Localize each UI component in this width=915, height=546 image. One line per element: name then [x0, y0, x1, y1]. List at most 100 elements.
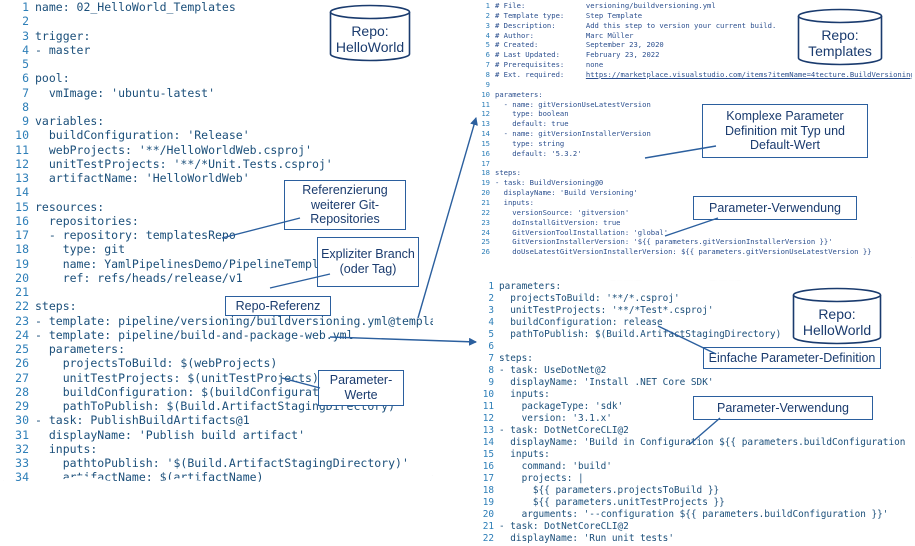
code-text: # Description: Add this step to version … [495, 20, 777, 30]
line-number: 17 [481, 158, 490, 168]
line-number: 4 [488, 317, 494, 328]
code-line: 13 default: true [474, 119, 569, 129]
code-text: projectsToBuild: $(webProjects) [35, 356, 278, 371]
code-text: command: 'build' [499, 461, 612, 472]
line-number: 6 [22, 71, 29, 86]
code-text: parameters: [499, 281, 562, 292]
code-line: 5 pathToPublish: $(Build.ArtifactStaging… [474, 329, 781, 340]
code-text: - template: pipeline/build-and-package-w… [35, 327, 354, 342]
line-number: 21 [481, 198, 490, 207]
line-number: 7 [485, 60, 490, 70]
code-text: webProjects: '**/HelloWorldWeb.csproj' [35, 142, 312, 157]
line-number: 2 [22, 14, 29, 29]
code-line: 8 [3, 100, 35, 114]
code-text: steps: [499, 353, 533, 364]
code-line: 5# Created: September 23, 2020 [474, 40, 664, 49]
line-number: 15 [15, 199, 29, 214]
code-text: - template: pipeline/versioning/buildver… [35, 313, 433, 328]
code-line: 21 inputs: [474, 198, 534, 207]
line-number: 25 [481, 237, 490, 247]
code-text: projectsToBuild: '**/*.csproj' [499, 293, 680, 304]
line-number: 14 [15, 185, 29, 200]
code-line: 28 buildConfiguration: $(buildConfigurat… [3, 385, 346, 399]
line-number: 18 [15, 242, 29, 257]
code-line: 33 pathtoPublish: '$(Build.ArtifactStagi… [3, 456, 409, 470]
line-number: 15 [482, 449, 494, 460]
line-number: 22 [15, 299, 29, 314]
code-line: 14 [3, 185, 35, 199]
code-line: 12 version: '3.1.x' [474, 413, 612, 424]
marketplace-link[interactable]: https://marketplace.visualstudio.com/ite… [585, 69, 912, 79]
code-text: trigger: [35, 28, 91, 43]
code-line: 23 doInstallGitVersion: true [474, 218, 620, 227]
code-line: 11 webProjects: '**/HelloWorldWeb.csproj… [3, 143, 312, 157]
line-number: 24 [15, 327, 29, 342]
code-text: displayName: 'Build Versioning' [495, 188, 638, 198]
callout-parameter-werte: Parameter-Werte [318, 370, 404, 406]
code-text: - task: PublishBuildArtifacts@1 [35, 413, 250, 428]
code-line: 21- task: DotNetCoreCLI@2 [474, 521, 629, 532]
code-line: 25 GitVersionInstallerVersion: '${{ para… [474, 237, 833, 247]
repo-helloworld-cylinder: Repo: HelloWorld [329, 4, 411, 62]
line-number: 24 [481, 227, 490, 237]
code-text: packageType: 'sdk' [499, 401, 624, 412]
line-number: 26 [15, 356, 29, 371]
line-number: 4 [22, 42, 29, 57]
code-text: - repository: templatesRepo [35, 228, 236, 242]
line-number: 13 [482, 425, 494, 436]
code-text: artifactName: 'HelloWorldWeb' [35, 171, 250, 185]
line-number: 3 [488, 305, 494, 316]
code-text: default: true [495, 119, 569, 129]
callout-repo-referenz: Repo-Referenz [225, 296, 331, 316]
code-text: # Created: September 23, 2020 [495, 40, 664, 50]
code-line: 30- task: PublishBuildArtifacts@1 [3, 413, 250, 427]
code-line: 10 buildConfiguration: 'Release' [3, 128, 250, 142]
database-icon [797, 8, 883, 66]
line-number: 8 [22, 99, 29, 114]
line-number: 21 [15, 285, 29, 299]
repo-label-line1: Repo: [821, 27, 859, 43]
code-line: 26 doUseLatestGitVersionInstallerVersion… [474, 247, 871, 256]
code-line: 4 buildConfiguration: release [474, 317, 663, 328]
line-number: 20 [482, 509, 494, 520]
code-line: 18 type: git [3, 242, 125, 256]
code-text: - master [35, 42, 91, 57]
code-line: 32 inputs: [3, 442, 97, 456]
line-number: 34 [15, 470, 29, 485]
code-text: type: boolean [495, 109, 569, 119]
code-text: ref: refs/heads/release/v1 [35, 270, 243, 285]
code-text: GitVersionInstallerVersion: '${{ paramet… [495, 237, 833, 247]
code-line: 25 parameters: [3, 342, 125, 356]
line-number: 3 [485, 20, 490, 30]
line-number: 7 [22, 85, 29, 100]
code-text: displayName: 'Publish build artifact' [35, 427, 306, 442]
code-text: vmImage: 'ubuntu-latest' [35, 85, 216, 100]
code-text: displayName: 'Run unit tests' [499, 533, 674, 544]
code-text: buildConfiguration: release [499, 317, 663, 328]
code-line: 26 projectsToBuild: $(webProjects) [3, 356, 277, 370]
repo-label-line2: HelloWorld [802, 322, 872, 339]
line-number: 9 [22, 114, 29, 128]
code-text: displayName: 'Install .NET Core SDK' [499, 377, 714, 388]
code-line: 1# File: versioning/buildversioning.yml [474, 1, 716, 10]
code-text: - task: DotNetCoreCLI@2 [499, 521, 629, 532]
code-text: unitTestProjects: '**/*Test*.csproj' [499, 305, 714, 316]
line-number: 11 [481, 99, 490, 109]
line-number: 17 [15, 228, 29, 242]
code-text: displayName: 'Build in Configuration ${{… [499, 437, 912, 448]
code-line: 8# Ext. required: https://marketplace.vi… [474, 70, 912, 79]
code-text: inputs: [499, 449, 550, 460]
code-line: 2 projectsToBuild: '**/*.csproj' [474, 293, 680, 304]
code-text: inputs: [495, 198, 534, 207]
code-text: # Last Updated: February 23, 2022 [495, 50, 660, 60]
code-text: type: string [495, 138, 565, 148]
database-icon [792, 287, 882, 345]
code-line: 4# Author: Marc Müller [474, 31, 634, 40]
code-text: type: git [35, 242, 126, 257]
code-line: 23- template: pipeline/versioning/buildv… [3, 314, 433, 328]
code-line: 3 unitTestProjects: '**/*Test*.csproj' [474, 305, 713, 316]
code-line: 3 # Description: Add this step to version… [474, 20, 777, 30]
line-number: 6 [488, 341, 494, 352]
